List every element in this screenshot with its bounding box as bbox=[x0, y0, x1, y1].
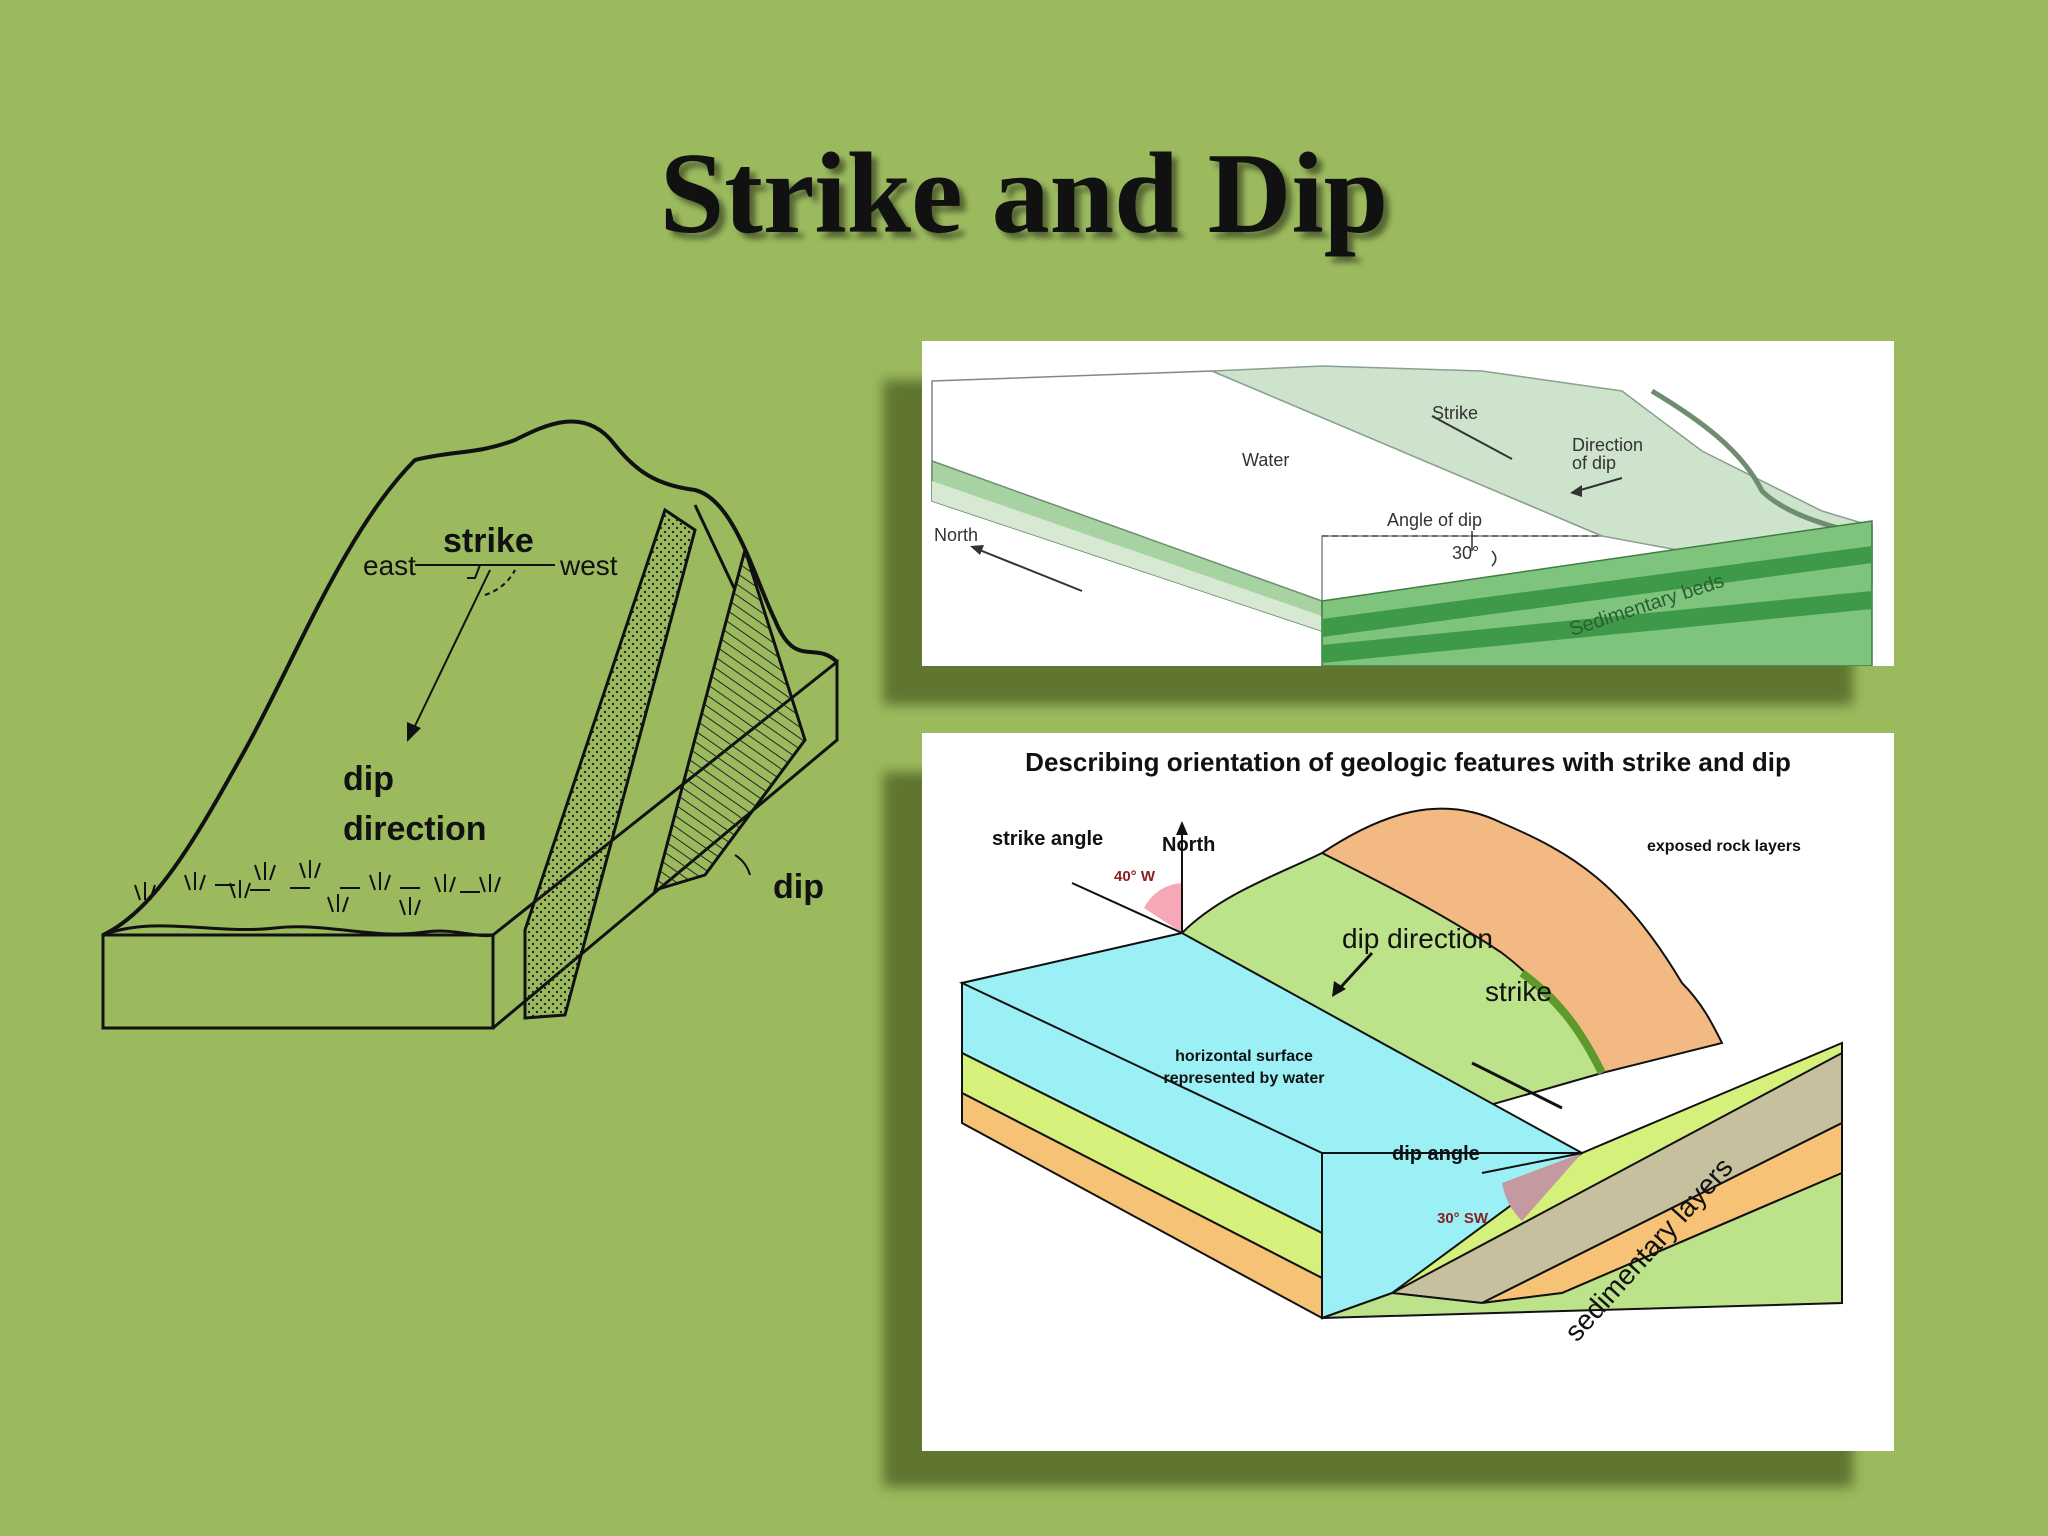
bottom-north-label: North bbox=[1162, 834, 1215, 856]
slide-title: Strike and Dip bbox=[659, 130, 1389, 258]
bottom-strike-angle-label: strike angle bbox=[992, 828, 1103, 850]
left-west-label: west bbox=[559, 550, 618, 581]
left-strike-label: strike bbox=[443, 522, 534, 560]
top-water-label: Water bbox=[1242, 450, 1289, 470]
bottom-dip-direction-label: dip direction bbox=[1342, 923, 1493, 954]
bottom-heading: Describing orientation of geologic featu… bbox=[1025, 747, 1791, 777]
bottom-diagram-panel: Describing orientation of geologic featu… bbox=[922, 733, 1894, 1451]
bottom-horizontal-label-1: horizontal surface bbox=[1175, 1048, 1313, 1065]
bottom-exposed-label: exposed rock layers bbox=[1647, 838, 1801, 855]
left-strike-dip-diagram: strike east west dip direction dip bbox=[101, 419, 839, 1030]
top-angle-value: 30° bbox=[1452, 543, 1479, 563]
top-strike-symbol bbox=[1431, 415, 1513, 460]
bottom-dip-angle-label: dip angle bbox=[1392, 1143, 1480, 1165]
grass-tufts bbox=[134, 860, 501, 916]
bottom-strike-dip-diagram: Describing orientation of geologic featu… bbox=[958, 747, 1843, 1347]
bottom-horizontal-label-2: represented by water bbox=[1164, 1070, 1325, 1087]
top-angle-of-dip-label: Angle of dip bbox=[1387, 510, 1482, 530]
top-strike-label: Strike bbox=[1432, 403, 1478, 423]
left-dip-label: dip bbox=[773, 868, 824, 906]
left-dip-direction-label-2: direction bbox=[343, 810, 487, 848]
left-dip-direction-label-1: dip bbox=[343, 760, 394, 798]
left-east-label: east bbox=[363, 550, 416, 581]
top-strike-dip-diagram: Strike Water Direction of dip North Angl… bbox=[931, 365, 1873, 666]
top-diagram-panel: Strike Water Direction of dip North Angl… bbox=[922, 341, 1894, 666]
bottom-strike-value: 40° W bbox=[1114, 868, 1156, 885]
top-north-label: North bbox=[934, 525, 978, 545]
top-north-arrow bbox=[976, 548, 1083, 592]
bottom-strike-label: strike bbox=[1485, 976, 1552, 1007]
bottom-strike-symbol bbox=[1471, 1061, 1563, 1110]
bottom-dip-value: 30° SW bbox=[1437, 1210, 1489, 1227]
dip-direction-arrow bbox=[412, 569, 491, 731]
top-direction-label-1: Direction bbox=[1572, 435, 1643, 455]
top-direction-label-2: of dip bbox=[1572, 453, 1616, 473]
bottom-dip-direction-arrow bbox=[1338, 951, 1374, 990]
